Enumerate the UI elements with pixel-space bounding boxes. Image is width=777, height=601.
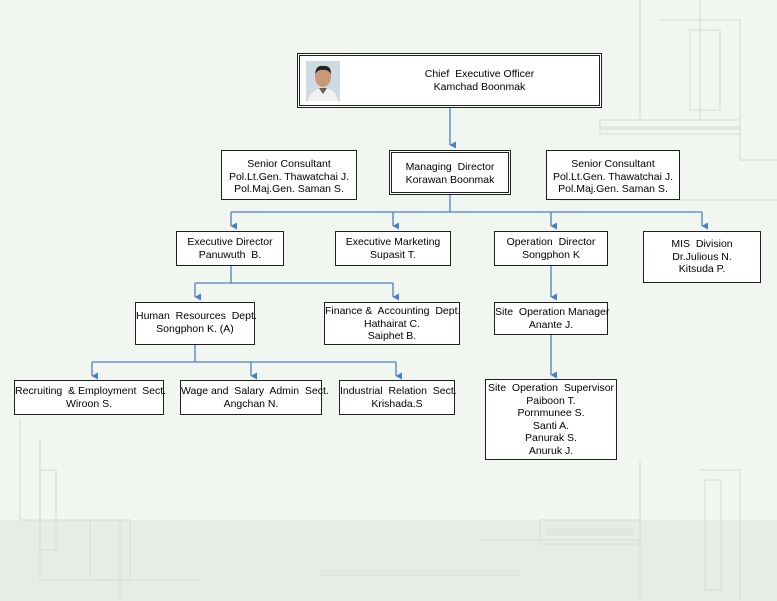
senior-consultant-right-line-2: Pol.Maj.Gen. Saman S. (558, 183, 668, 195)
executive-director-name: Panuwuth B. (198, 248, 262, 261)
person-portrait-icon (306, 61, 340, 101)
senior-consultant-right-box: Senior Consultant Pol.Lt.Gen. Thawatchai… (546, 150, 680, 200)
site-operation-supervisor-line-2: Pornmunee S. (517, 407, 585, 419)
ceo-photo (306, 61, 340, 101)
industrial-relation-title: Industrial Relation Sect. (340, 385, 457, 397)
senior-consultant-right-title: Senior Consultant (571, 158, 655, 170)
managing-director-name: Korawan Boonmak (405, 173, 495, 186)
industrial-relation-name: Krishada.S (371, 397, 423, 410)
site-operation-supervisor-line-5: Anuruk J. (528, 444, 574, 457)
mis-division-box: MIS Division Dr.Julious N. Kitsuda P. (643, 231, 761, 283)
site-operation-manager-name: Anante J. (528, 318, 574, 331)
executive-marketing-name: Supasit T. (370, 248, 416, 261)
finance-accounting-title: Finance & Accounting Dept. (325, 305, 461, 317)
operation-director-name: Songphon K (522, 248, 580, 261)
operation-director-title: Operation Director (506, 236, 596, 248)
senior-consultant-left-box: Senior Consultant Pol.Lt.Gen. Thawatchai… (221, 150, 357, 200)
senior-consultant-left-title: Senior Consultant (247, 158, 331, 170)
site-operation-manager-box: Site Operation Manager Anante J. (494, 302, 610, 335)
site-operation-supervisor-line-3: Santi A. (532, 419, 570, 432)
wage-salary-name: Angchan N. (223, 397, 279, 410)
industrial-relation-box: Industrial Relation Sect. Krishada.S (339, 380, 457, 415)
finance-accounting-box: Finance & Accounting Dept. Hathairat C. … (324, 302, 460, 345)
site-operation-supervisor-box: Site Operation Supervisor Paiboon T. Por… (485, 379, 617, 460)
senior-consultant-right-line-1: Pol.Lt.Gen. Thawatchai J. (552, 170, 674, 183)
recruiting-title: Recruiting & Employment Sect. (15, 385, 167, 397)
recruiting-box: Recruiting & Employment Sect. Wiroon S. (14, 380, 167, 415)
human-resources-title: Human Resources Dept. (136, 310, 257, 322)
site-operation-supervisor-line-4: Panurak S. (525, 432, 577, 444)
wage-salary-title: Wage and Salary Admin Sect. (181, 385, 329, 397)
ceo-name: Kamchad Boonmak (433, 80, 526, 93)
site-operation-manager-title: Site Operation Manager (495, 306, 610, 318)
recruiting-name: Wiroon S. (65, 397, 113, 410)
executive-marketing-box: Executive Marketing Supasit T. (335, 231, 451, 266)
human-resources-box: Human Resources Dept. Songphon K. (A) (135, 302, 257, 345)
senior-consultant-left-line-2: Pol.Maj.Gen. Saman S. (234, 183, 344, 195)
ceo-box: Chief Executive Officer Kamchad Boonmak (297, 53, 602, 108)
ceo-title: Chief Executive Officer (424, 68, 535, 80)
mis-division-line-2: Kitsuda P. (678, 263, 726, 275)
managing-director-box: Managing Director Korawan Boonmak (389, 150, 511, 195)
finance-accounting-line-2: Saiphet B. (367, 330, 417, 342)
mis-division-line-1: Dr.Julious N. (672, 250, 732, 263)
senior-consultant-left-line-1: Pol.Lt.Gen. Thawatchai J. (228, 170, 350, 183)
wage-salary-box: Wage and Salary Admin Sect. Angchan N. (180, 380, 329, 415)
finance-accounting-line-1: Hathairat C. (363, 317, 421, 330)
human-resources-name: Songphon K. (A) (156, 322, 234, 335)
site-operation-supervisor-line-1: Paiboon T. (526, 394, 576, 407)
executive-director-title: Executive Director (187, 236, 273, 248)
managing-director-title: Managing Director (405, 161, 495, 173)
mis-division-title: MIS Division (671, 238, 733, 250)
site-operation-supervisor-title: Site Operation Supervisor (487, 382, 615, 394)
operation-director-box: Operation Director Songphon K (494, 231, 608, 266)
executive-marketing-title: Executive Marketing (345, 236, 441, 248)
executive-director-box: Executive Director Panuwuth B. (176, 231, 284, 266)
